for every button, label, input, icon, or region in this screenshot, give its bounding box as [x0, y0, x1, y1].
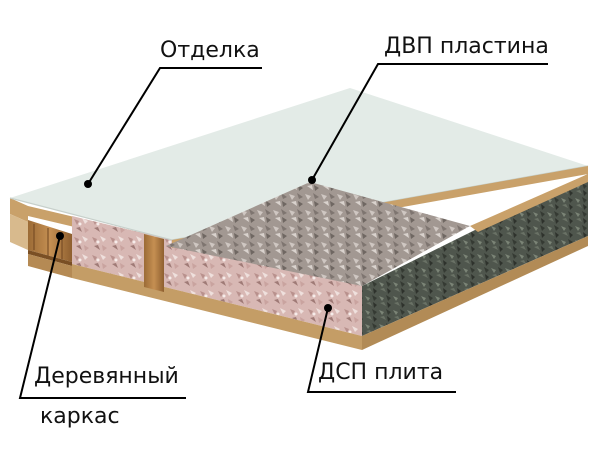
fiberboard-bottom-edge-left — [28, 254, 72, 278]
dot-wooden-frame — [56, 232, 64, 240]
label-finish: Отделка — [160, 38, 260, 63]
leader-fiberboard — [311, 63, 548, 181]
wooden-frame-strip — [144, 234, 164, 292]
label-wooden-frame-line1: Деревянный — [34, 364, 179, 389]
leader-particleboard — [306, 307, 456, 393]
particleboard-side-face — [362, 174, 588, 336]
label-fiberboard: ДВП пластина — [384, 34, 549, 59]
leader-dots — [56, 176, 332, 312]
leader-finish — [87, 67, 262, 185]
dot-fiberboard — [308, 176, 316, 184]
dot-particleboard — [324, 304, 332, 312]
left-end-edge — [10, 198, 28, 250]
label-particleboard: ДСП плита — [318, 360, 444, 385]
fiberboard-side-bottom — [362, 236, 588, 350]
wooden-frame-end-block — [28, 220, 72, 266]
leader-lines — [18, 63, 548, 399]
particleboard-core-top — [166, 182, 470, 286]
label-wooden-frame-line2: каркас — [40, 404, 120, 429]
dot-finish — [84, 180, 92, 188]
finish-top-surface — [10, 88, 588, 240]
leader-wooden-frame — [18, 235, 186, 399]
